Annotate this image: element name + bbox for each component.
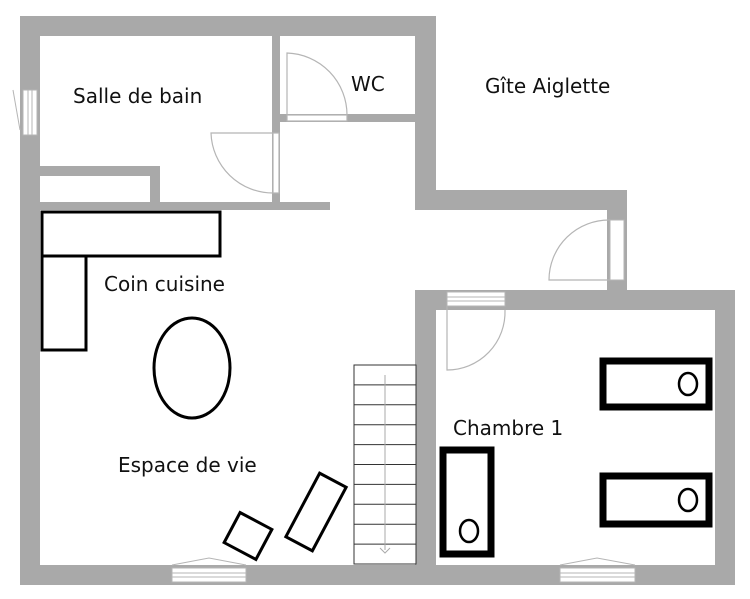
bed-3 [439,446,495,558]
kitchen-counter [40,210,222,258]
windows [12,89,636,583]
door-chamber [446,306,506,371]
kitchen-counter-side [40,254,88,352]
door-wc [286,114,348,122]
doors[interactable] [210,52,611,371]
label-living: Espace de vie [118,453,257,477]
window-left [22,89,38,136]
furniture [40,210,713,565]
label-bedroom1: Chambre 1 [453,416,563,440]
dining-table [152,316,232,420]
page-title: Gîte Aiglette [485,74,610,98]
bed-2 [599,472,713,528]
window-entry [609,219,625,281]
label-kitchen: Coin cuisine [104,272,225,296]
window-bottom-left [171,567,247,583]
sofa [283,471,349,553]
staircase [353,364,417,565]
label-wc: WC [351,72,385,96]
window-bottom-right [559,567,636,583]
armchair [222,510,274,562]
bed-1 [599,357,713,411]
window-chamber [446,291,506,307]
door-bathroom [272,132,280,194]
label-bathroom: Salle de bain [73,84,202,108]
door-entry [548,219,611,281]
